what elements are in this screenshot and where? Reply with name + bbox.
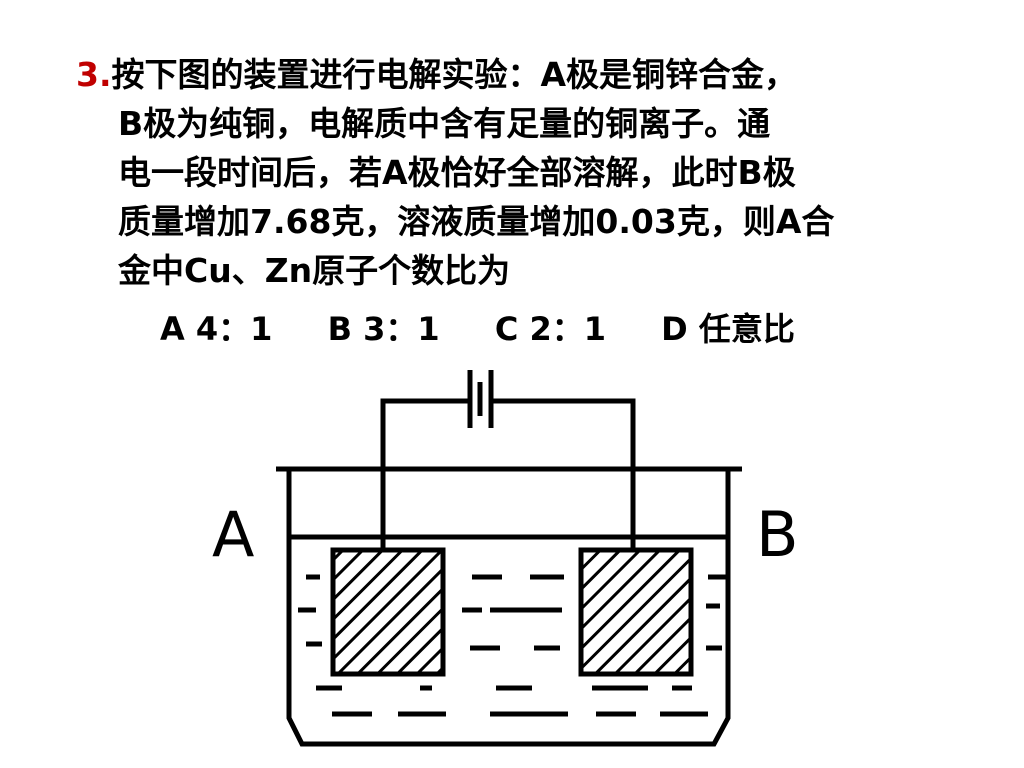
question-line-5: 金中Cu、Zn原子个数比为: [118, 251, 511, 290]
question-line-2: B极为纯铜，电解质中含有足量的铜离子。通: [118, 104, 771, 143]
option-b: B 3：1: [327, 310, 440, 348]
question-line-4: 质量增加7.68克，溶液质量增加0.03克，则A合: [118, 202, 835, 241]
solution-dashes: [298, 574, 726, 717]
circuit-wires: [380, 398, 636, 550]
question-text: 3.按下图的装置进行电解实验：A极是铜锌合金， B极为纯铜，电解质中含有足量的铜…: [76, 50, 956, 295]
electrode-a-label: A: [212, 498, 254, 571]
battery-icon: [467, 370, 494, 428]
beaker: [276, 466, 742, 747]
electrode-b: [578, 547, 694, 677]
electrode-b-label: B: [756, 498, 799, 571]
option-c: C 2：1: [494, 310, 606, 348]
question-number: 3.: [76, 55, 112, 94]
question-line-1: 3.按下图的装置进行电解实验：A极是铜锌合金，: [76, 55, 798, 94]
answer-options: A 4：1 B 3：1 C 2：1 D 任意比: [160, 304, 920, 350]
option-d: D 任意比: [661, 310, 795, 348]
option-a: A 4：1: [160, 310, 273, 348]
question-line-3: 电一段时间后，若A极恰好全部溶解，此时B极: [118, 153, 796, 192]
electrode-a: [330, 547, 446, 677]
